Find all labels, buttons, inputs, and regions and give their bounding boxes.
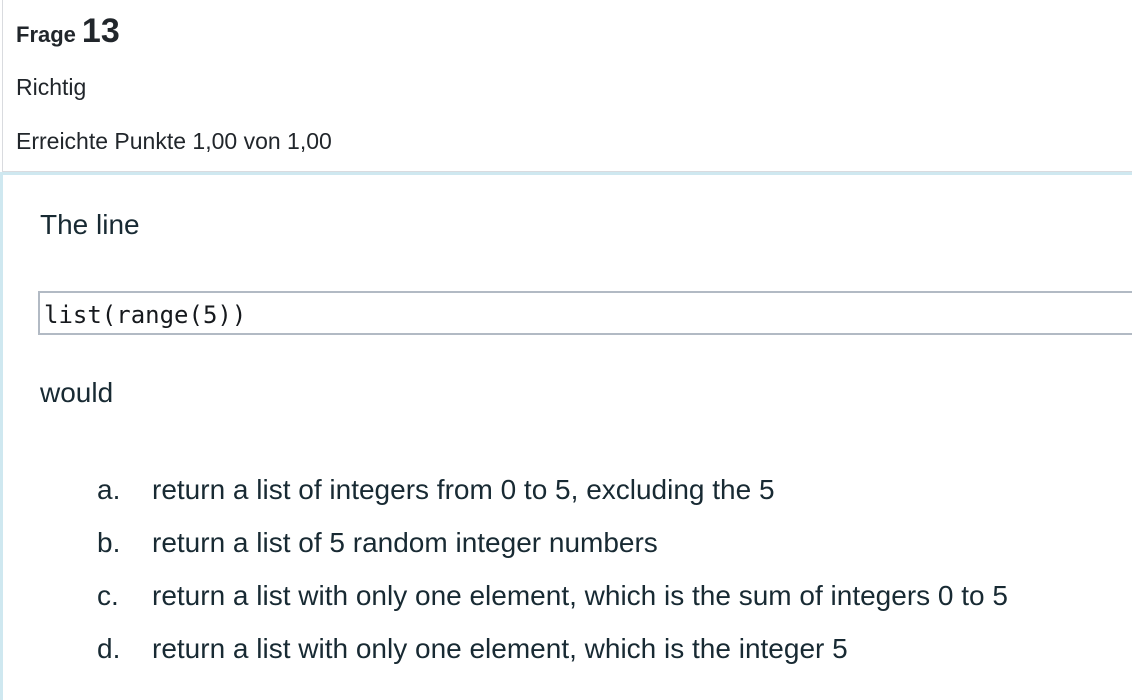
- answer-option-text: return a list with only one element, whi…: [152, 633, 848, 664]
- answer-option-letter: a.: [97, 474, 121, 505]
- answer-options-list: a. return a list of integers from 0 to 5…: [40, 472, 1132, 667]
- answer-option-letter: b.: [97, 527, 121, 558]
- question-number-value: 13: [81, 12, 120, 50]
- question-content: The line list(range(5)) would a. return …: [0, 172, 1132, 700]
- answer-option-text: return a list with only one element, whi…: [152, 580, 1008, 611]
- answer-option-d: d. return a list with only one element, …: [40, 631, 1132, 667]
- question-number-label: Frage: [16, 22, 76, 47]
- answer-option-text: return a list of integers from 0 to 5, e…: [152, 474, 775, 505]
- question-connector-text: would: [40, 377, 114, 408]
- question-grade: Erreichte Punkte 1,00 von 1,00: [16, 128, 332, 154]
- answer-option-c: c. return a list with only one element, …: [40, 578, 1132, 614]
- answer-option-a: a. return a list of integers from 0 to 5…: [40, 472, 1132, 508]
- answer-option-letter: d.: [97, 633, 121, 664]
- code-snippet-box: list(range(5)): [38, 291, 1132, 335]
- answer-option-text: return a list of 5 random integer number…: [152, 527, 658, 558]
- question-intro-text: The line: [40, 209, 140, 240]
- answer-option-b: b. return a list of 5 random integer num…: [40, 525, 1132, 561]
- answer-option-letter: c.: [97, 580, 119, 611]
- question-status: Richtig: [16, 74, 87, 100]
